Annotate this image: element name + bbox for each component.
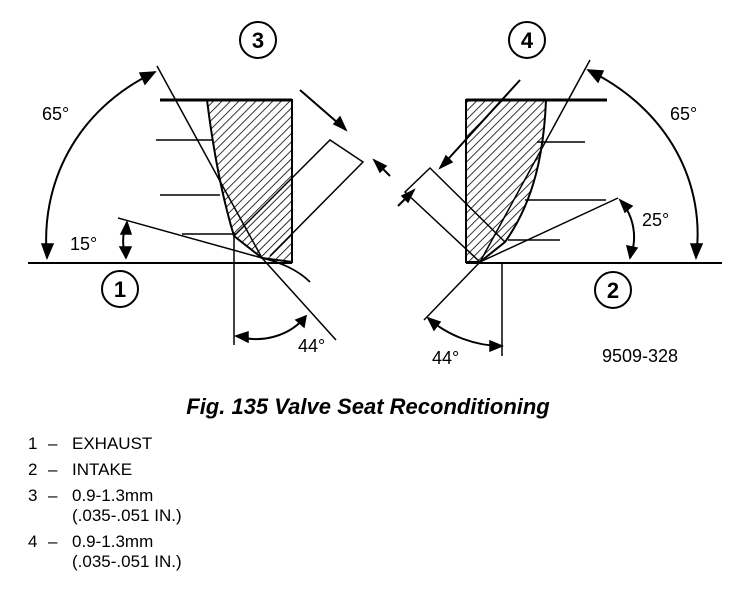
angle-label-left-65: 65° [42,104,69,124]
legend: 1 – EXHAUST 2 – INTAKE 3 – 0.9-1.3mm (.0… [28,434,182,578]
legend-dash: – [48,486,58,505]
legend-text: 0.9-1.3mm (.035-.051 IN.) [72,486,182,525]
legend-item: 3 – 0.9-1.3mm (.035-.051 IN.) [28,486,182,526]
valve-seat-diagram: 3 4 1 2 65° 15° 44° 65° 25° 44° 9509-328 [28,21,722,368]
angle-label-right-44: 44° [432,348,459,368]
legend-number: 4 [28,532,38,551]
angle-label-left-44: 44° [298,336,325,356]
angle-label-left-15: 15° [70,234,97,254]
figure-id: 9509-328 [602,346,678,366]
svg-text:2: 2 [607,278,619,303]
intake-seat-drawing [397,59,722,356]
angle-label-right-25: 25° [642,210,669,230]
callout-2: 2 [594,271,632,309]
legend-item: 1 – EXHAUST [28,434,182,454]
exhaust-seat-drawing [28,65,391,345]
legend-number: 1 [28,434,38,453]
legend-item: 2 – INTAKE [28,460,182,480]
svg-text:1: 1 [114,277,126,302]
legend-number: 2 [28,460,38,479]
legend-text: INTAKE [72,460,133,479]
svg-text:3: 3 [252,28,264,53]
callout-4: 4 [508,21,546,59]
angle-label-right-65: 65° [670,104,697,124]
figure-caption: Fig. 135 Valve Seat Reconditioning [186,394,550,419]
svg-text:4: 4 [521,28,534,53]
legend-number: 3 [28,486,38,505]
legend-item: 4 – 0.9-1.3mm (.035-.051 IN.) [28,532,182,572]
legend-text: EXHAUST [72,434,153,453]
legend-dash: – [48,434,58,453]
callout-1: 1 [101,270,139,308]
callout-3: 3 [239,21,277,59]
legend-dash: – [48,532,58,551]
legend-dash: – [48,460,58,479]
legend-text: 0.9-1.3mm (.035-.051 IN.) [72,532,182,571]
